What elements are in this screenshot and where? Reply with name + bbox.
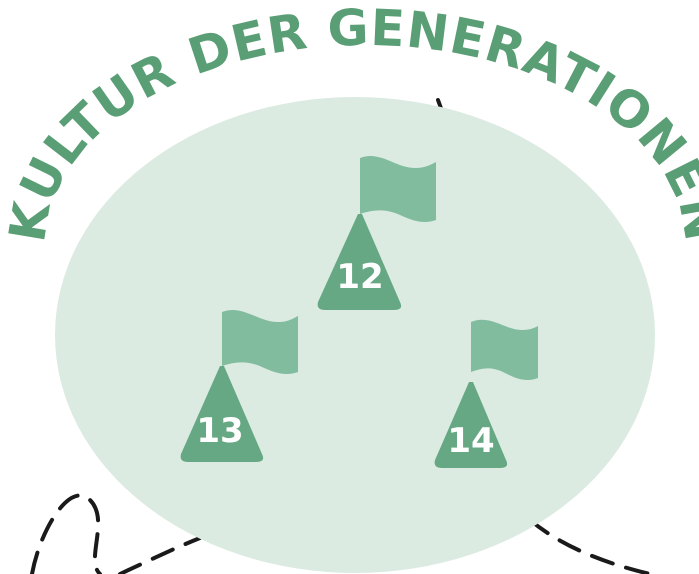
flag-number: 14 <box>447 421 494 461</box>
flag-banner-icon <box>471 319 538 381</box>
flag-marker-12: 12 <box>317 155 436 310</box>
flag-number: 12 <box>336 257 383 297</box>
dashed-line-left-bottom <box>118 536 202 574</box>
background-oval <box>55 97 655 573</box>
dashed-line-right-bottom <box>528 518 652 574</box>
flag-marker-14: 14 <box>434 319 538 468</box>
flag-cone-icon <box>317 214 402 310</box>
flag-marker-13: 13 <box>180 309 298 462</box>
flag-cone-icon <box>180 366 264 462</box>
flag-cone-icon <box>434 382 508 468</box>
dashed-loop-left <box>30 493 102 574</box>
flag-banner-icon <box>360 155 436 223</box>
flag-banner-icon <box>222 309 298 375</box>
flag-number: 13 <box>196 411 243 451</box>
